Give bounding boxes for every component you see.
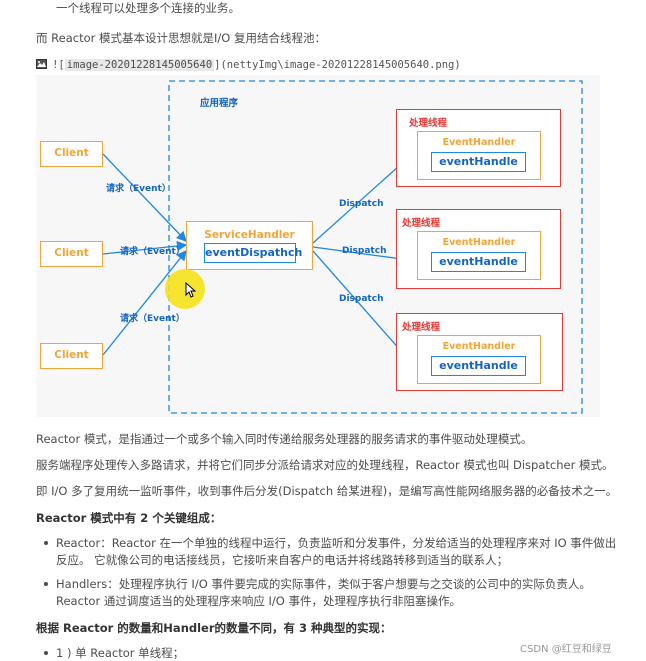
client-box-1: Client (40, 141, 103, 167)
cursor-highlight (165, 269, 205, 309)
event-handle-box-3: eventHandle (431, 356, 526, 376)
dispatch-label-3: Dispatch (339, 294, 384, 304)
paragraph-3: 即 I/O 多了复用统一监听事件，收到事件后分发(Dispatch 给某进程)，… (36, 484, 618, 498)
image-path: ](nettyImg\image-20201228145005640.png) (214, 59, 461, 71)
paragraph-1: Reactor 模式，是指通过一个或多个输入同时传递给服务处理器的服务请求的事件… (36, 432, 533, 446)
app-label: 应用程序 (200, 98, 239, 109)
request-label-2: 请求（Event） (120, 247, 185, 257)
dispatch-label-2: Dispatch (342, 246, 387, 256)
bullet-1-line1: Reactor：Reactor 在一个单独的线程中运行，负责监听和分发事件，分发… (56, 536, 617, 550)
csdn-watermark: CSDN @红豆和绿豆 (520, 644, 612, 655)
section1-heading: Reactor 模式中有 2 个关键组成： (36, 511, 222, 525)
dispatch-arrow-2 (312, 246, 411, 264)
request-arrow-2 (102, 240, 188, 255)
client-box-2: Client (40, 241, 103, 267)
event-handler-label-2: EventHandler (442, 237, 516, 248)
event-handler-box-1: EventHandler eventHandle (417, 131, 541, 180)
thread-box-2: 处理线程 EventHandler eventHandle (396, 209, 561, 289)
section2-heading: 根据 Reactor 的数量和Handler的数量不同，有 3 种典型的实现： (36, 621, 392, 635)
thread-box-1: 处理线程 EventHandler eventHandle (396, 109, 561, 187)
paragraph-2: 服务端程序处理传入多路请求，并将它们同步分派给请求对应的处理线程，Reactor… (36, 458, 614, 472)
thread-box-3: 处理线程 EventHandler eventHandle (396, 313, 563, 391)
bullet-2-line2: Reactor 通过调度适当的处理程序来响应 I/O 事件，处理程序执行非阻塞操… (56, 594, 461, 608)
service-handler-box: ServiceHandler eventDispathch (186, 221, 313, 270)
event-handler-label-1: EventHandler (442, 137, 516, 148)
reactor-diagram: 应用程序 Client Client Client 请求（Event） 请求（E… (36, 75, 600, 417)
client-box-3: Client (40, 343, 103, 369)
dispatch-label-1: Dispatch (339, 199, 384, 209)
service-handler-label: ServiceHandler (204, 229, 295, 241)
request-label-3: 请求（Event） (120, 314, 185, 324)
request-arrow-1 (102, 153, 187, 242)
request-label-1: 请求（Event） (106, 184, 171, 194)
bullet-1-line2: 反应。 它就像公司的电话接线员，它接听来自客户的电话并将线路转移到适当的联系人； (56, 553, 509, 567)
broken-image-icon (36, 54, 47, 73)
thread-title-3: 处理线程 (402, 322, 441, 333)
image-link[interactable]: ![image-20201228145005640](nettyImg\imag… (36, 53, 461, 71)
thread-title-2: 处理线程 (402, 218, 441, 229)
dispatch-arrow-1 (312, 156, 410, 244)
image-alt-text: image-20201228145005640 (64, 59, 215, 71)
event-handler-box-2: EventHandler eventHandle (417, 231, 541, 280)
mouse-cursor-icon (185, 282, 197, 298)
bullet-dot-3 (44, 651, 48, 655)
diagram-connectors (102, 80, 583, 414)
top-fragment-text: 一个线程可以处理多个连接的业务。 (56, 1, 240, 15)
event-handler-label-3: EventHandler (442, 341, 516, 352)
event-handler-box-3: EventHandler eventHandle (417, 335, 541, 384)
event-handle-box-2: eventHandle (431, 252, 526, 272)
last-item: 1 ) 单 Reactor 单线程； (56, 646, 185, 660)
thread-title-1: 处理线程 (409, 118, 448, 129)
bullet-dot-1 (44, 541, 48, 545)
bullet-dot-2 (44, 582, 48, 586)
bullet-2-line1: Handlers：处理程序执行 I/O 事件要完成的实际事件，类似于客户想要与之… (56, 577, 591, 591)
event-handle-box-1: eventHandle (431, 152, 526, 172)
dispatch-arrow-3 (312, 250, 410, 361)
image-alt-prefix: ![ (52, 59, 65, 71)
intro-line: 而 Reactor 模式基本设计思想就是I/O 复用结合线程池： (36, 31, 326, 45)
request-arrow-3 (102, 249, 187, 356)
event-dispatch-box: eventDispathch (204, 243, 302, 263)
